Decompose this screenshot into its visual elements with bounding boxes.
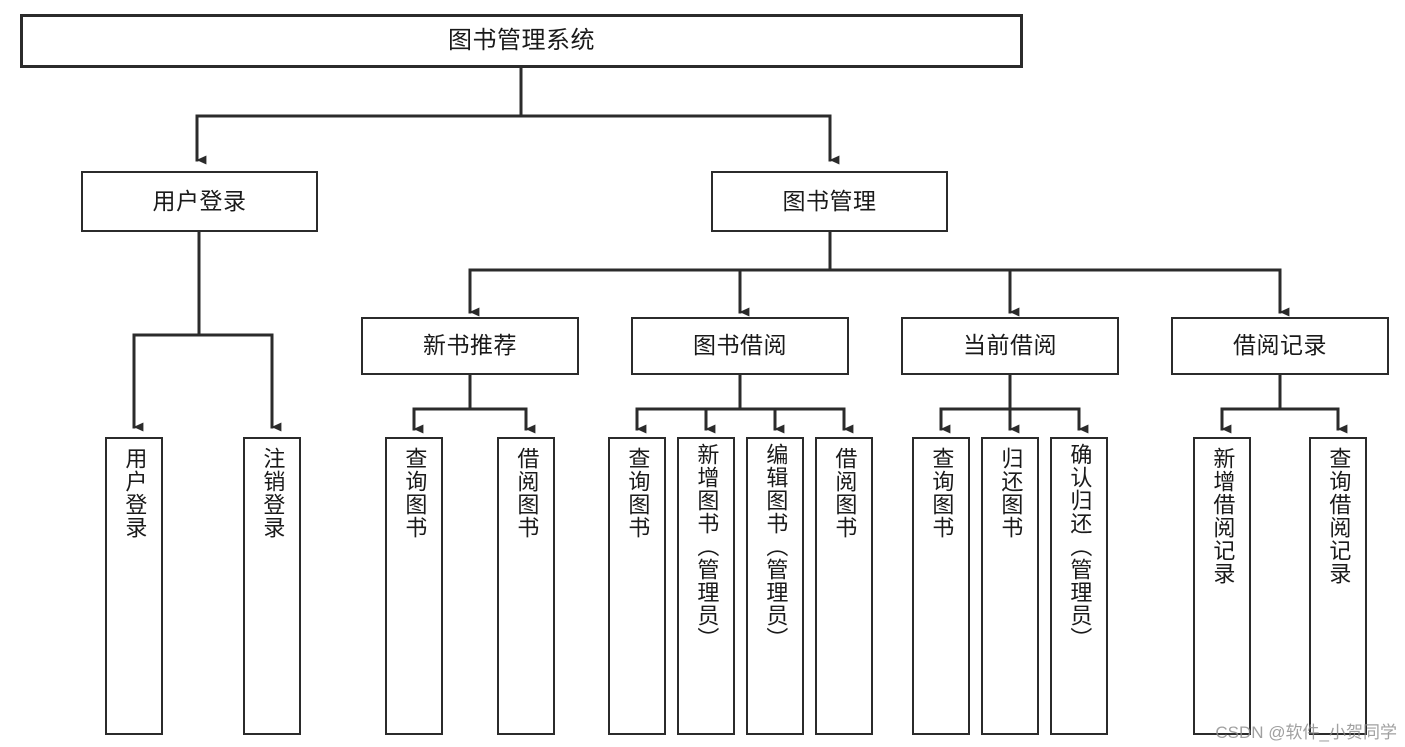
leaf-label: 查询图书 — [929, 447, 955, 539]
watermark-text: CSDN @软件_小贺同学 — [1215, 723, 1397, 742]
node-label: 图书管理系统 — [448, 26, 595, 54]
leaf-label: 编辑图书（管理员） — [763, 443, 789, 650]
node-label: 图书管理 — [782, 187, 877, 214]
leaf-label: 新增借阅记录 — [1210, 447, 1236, 585]
leaf-query-book-current[interactable]: 查询图书 — [912, 437, 970, 735]
node-label: 图书借阅 — [693, 332, 787, 359]
node-book-borrow[interactable]: 图书借阅 — [631, 317, 849, 375]
node-book-management[interactable]: 图书管理 — [711, 171, 948, 232]
leaf-label: 新增图书（管理员） — [694, 443, 720, 650]
node-label: 新书推荐 — [423, 332, 517, 359]
leaf-label: 确认归还（管理员） — [1067, 443, 1093, 650]
leaf-query-book-new[interactable]: 查询图书 — [385, 437, 443, 735]
node-new-book-recommend[interactable]: 新书推荐 — [361, 317, 579, 375]
leaf-borrow-book-new[interactable]: 借阅图书 — [497, 437, 555, 735]
leaf-borrow-book[interactable]: 借阅图书 — [815, 437, 873, 735]
node-borrow-record[interactable]: 借阅记录 — [1171, 317, 1389, 375]
leaf-label: 查询借阅记录 — [1326, 447, 1352, 585]
node-current-borrow[interactable]: 当前借阅 — [901, 317, 1119, 375]
leaf-label: 注销登录 — [260, 447, 286, 539]
leaf-label: 借阅图书 — [832, 447, 858, 539]
leaf-add-borrow-record[interactable]: 新增借阅记录 — [1193, 437, 1251, 735]
leaf-user-login[interactable]: 用户登录 — [105, 437, 163, 735]
node-user-login[interactable]: 用户登录 — [81, 171, 318, 232]
leaf-label: 查询图书 — [625, 447, 651, 539]
leaf-label: 查询图书 — [402, 447, 428, 539]
leaf-edit-book-admin[interactable]: 编辑图书（管理员） — [746, 437, 804, 735]
leaf-confirm-return-admin[interactable]: 确认归还（管理员） — [1050, 437, 1108, 735]
leaf-label: 归还图书 — [998, 447, 1024, 539]
node-label: 当前借阅 — [963, 332, 1057, 359]
leaf-query-borrow-record[interactable]: 查询借阅记录 — [1309, 437, 1367, 735]
leaf-add-book-admin[interactable]: 新增图书（管理员） — [677, 437, 735, 735]
node-root-book-management-system[interactable]: 图书管理系统 — [20, 14, 1023, 68]
leaf-logout[interactable]: 注销登录 — [243, 437, 301, 735]
leaf-return-book[interactable]: 归还图书 — [981, 437, 1039, 735]
node-label: 用户登录 — [152, 187, 247, 214]
node-label: 借阅记录 — [1233, 332, 1327, 359]
leaf-query-book[interactable]: 查询图书 — [608, 437, 666, 735]
leaf-label: 借阅图书 — [514, 447, 540, 539]
leaf-label: 用户登录 — [122, 447, 148, 539]
